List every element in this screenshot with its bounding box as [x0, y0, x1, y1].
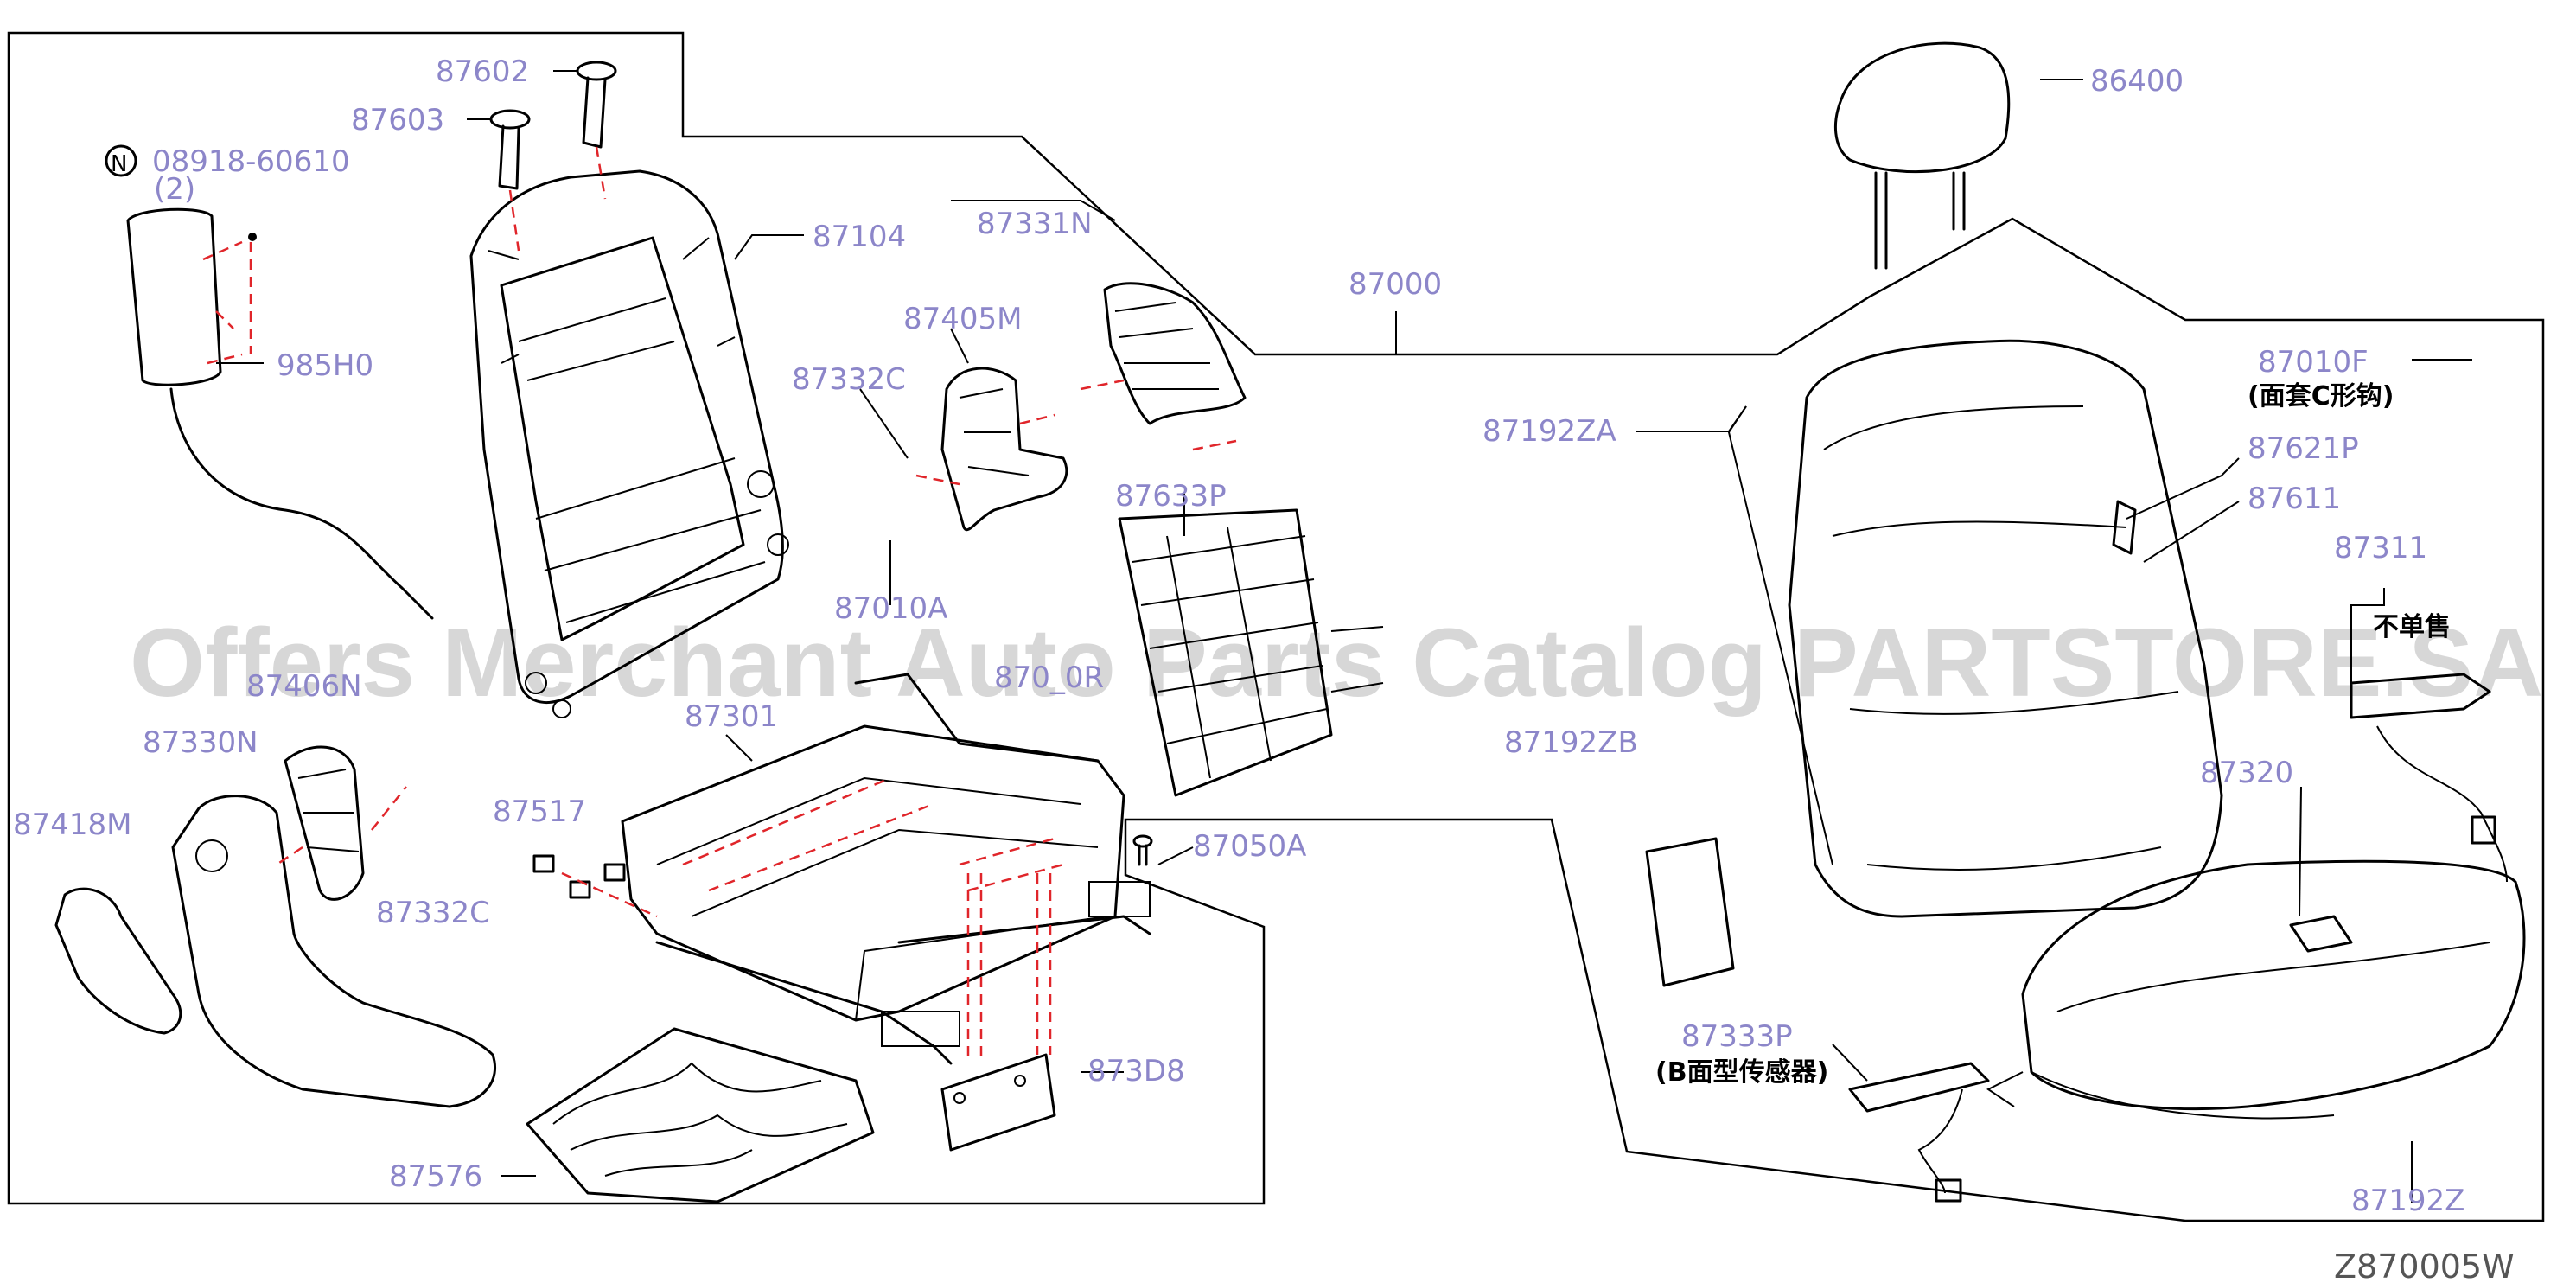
part-label-86400: 86400	[2090, 64, 2184, 99]
sensor-87333p	[1848, 1062, 1990, 1203]
leader-lines	[216, 70, 2472, 1203]
seatback-frame	[469, 169, 789, 718]
part-label-87192za: 87192ZA	[1482, 414, 1616, 449]
bracket-873d8	[940, 873, 1056, 1152]
headrest-86400	[1833, 41, 2011, 270]
side-airbag	[126, 207, 434, 620]
part-label-87104: 87104	[813, 220, 906, 254]
part-label-87576: 87576	[389, 1159, 482, 1194]
part-label-87418m: 87418M	[13, 807, 132, 842]
part-label-87192z: 87192Z	[2351, 1184, 2464, 1218]
part-label-87333p: 87333P	[1681, 1019, 1793, 1054]
part-label-87330n: 87330N	[143, 725, 258, 760]
part-label-87010a: 87010A	[834, 591, 947, 626]
headrest-guides	[489, 61, 617, 252]
part-label-87050a: 87050A	[1193, 829, 1306, 864]
clips-87517	[532, 854, 658, 918]
diagram-code: Z870005W	[2334, 1248, 2515, 1283]
bolt-87050a	[1132, 834, 1153, 866]
part-label-87000: 87000	[1349, 267, 1442, 302]
side-cover-87331n	[1080, 282, 1247, 451]
part-label-87517: 87517	[493, 795, 586, 829]
part-label-87633p: 87633P	[1115, 479, 1227, 514]
seat-cushion-87192z	[1986, 859, 2526, 1120]
svg-text:N: N	[111, 151, 127, 177]
part-label-87406n: 87406N	[246, 669, 362, 704]
part-label-87192zb: 87192ZB	[1504, 725, 1638, 760]
part-label-08918-qty: (2)	[154, 172, 195, 207]
part-label-87332c-b: 87332C	[376, 896, 490, 930]
part-label-873d8: 873D8	[1087, 1054, 1185, 1088]
part-label-87332c-a: 87332C	[792, 362, 906, 397]
part-label-870x0r: 870_0R	[994, 661, 1104, 695]
pad-87192zb	[1645, 837, 1735, 987]
part-label-87331n: 87331N	[977, 207, 1093, 241]
part-label-87621p: 87621P	[2248, 431, 2359, 466]
spring-mat-87633p	[1118, 508, 1384, 797]
part-label-08918-60610: 08918-60610	[152, 144, 350, 179]
part-label-87405m: 87405M	[903, 302, 1023, 336]
part-label-87602: 87602	[436, 54, 529, 89]
part-label-87010f: 87010F	[2258, 345, 2369, 380]
spring-87576	[526, 1027, 875, 1203]
bracket-87405m	[915, 367, 1068, 531]
harness-87311	[2350, 673, 2508, 883]
part-label-985h0: 985H0	[277, 348, 373, 383]
part-label-87010f-note: (面套C形钩)	[2248, 381, 2394, 412]
part-label-87301: 87301	[685, 699, 778, 734]
side-trim-left	[54, 745, 497, 1108]
part-label-87611: 87611	[2248, 482, 2341, 516]
part-label-87603: 87603	[351, 103, 444, 137]
part-label-87333p-note: (B面型传感器)	[1655, 1057, 1828, 1088]
circled-n-icon: N	[105, 144, 137, 177]
part-label-87320: 87320	[2200, 756, 2293, 790]
watermark: Offers Merchant Auto Parts Catalog PARTS…	[130, 609, 2543, 717]
frame-outline	[7, 31, 2545, 1222]
cushion-frame-87301	[621, 673, 1151, 1065]
part-label-87311-note: 不单售	[2373, 612, 2451, 642]
part-label-87311: 87311	[2334, 531, 2427, 565]
